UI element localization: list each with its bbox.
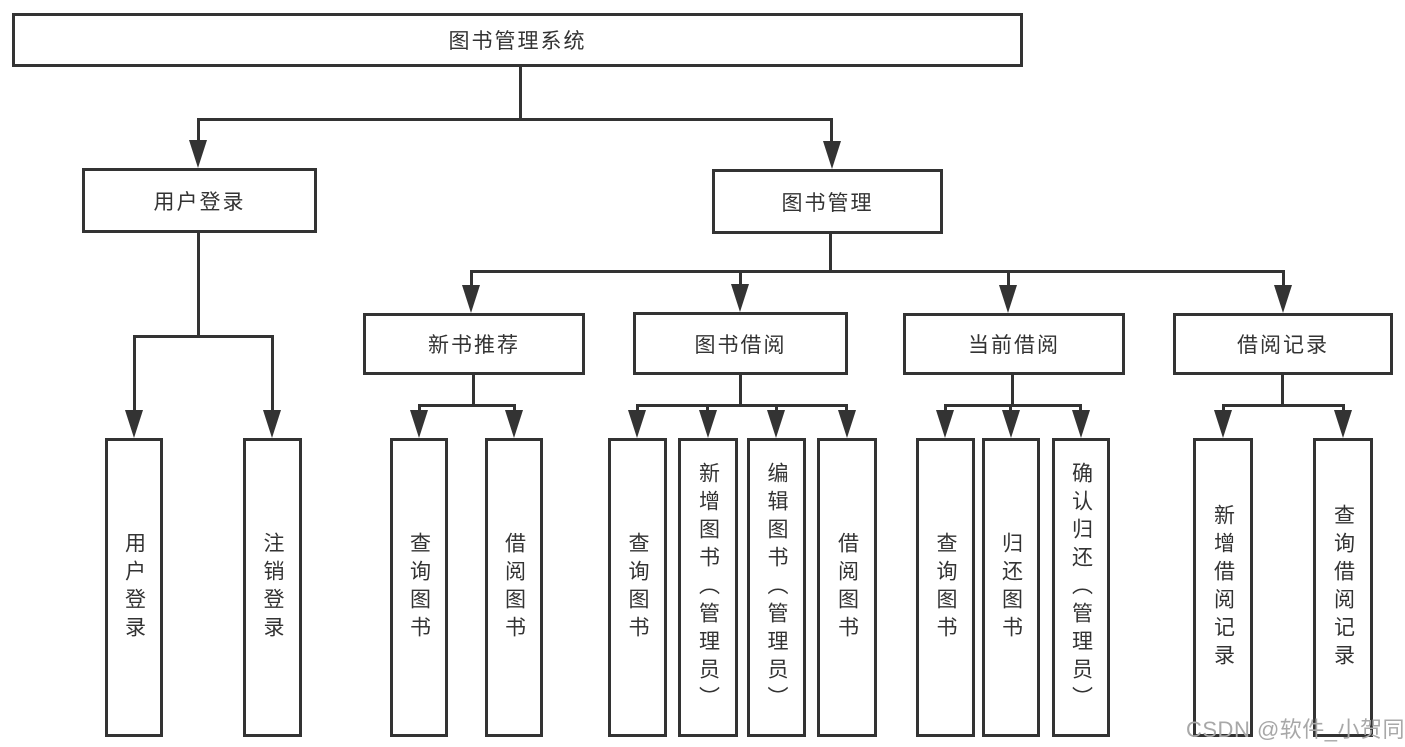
leaf-edit-books-admin: 编辑图书（管理员） bbox=[747, 438, 806, 737]
connector-stem bbox=[706, 404, 709, 413]
connector-branch bbox=[636, 404, 848, 407]
arrowhead-icon bbox=[1334, 410, 1352, 438]
connector-stem bbox=[1009, 404, 1012, 413]
connector-branch bbox=[133, 335, 274, 338]
node-book-management: 图书管理 bbox=[712, 169, 943, 234]
connector-user-login-down bbox=[197, 233, 200, 338]
arrowhead-icon bbox=[823, 141, 841, 169]
connector-stem bbox=[830, 118, 833, 145]
arrowhead-icon bbox=[936, 410, 954, 438]
leaf-query-borrow-record: 查询借阅记录 bbox=[1313, 438, 1373, 737]
connector-stem bbox=[739, 270, 742, 288]
connector-stem bbox=[775, 404, 778, 413]
connector-stem bbox=[197, 118, 200, 144]
leaf-add-books-admin: 新增图书（管理员） bbox=[678, 438, 738, 737]
arrowhead-icon bbox=[462, 285, 480, 313]
connector-root-down bbox=[519, 67, 522, 121]
connector-down bbox=[739, 375, 742, 406]
node-user-login: 用户登录 bbox=[82, 168, 317, 233]
arrowhead-icon bbox=[410, 410, 428, 438]
connector-down bbox=[1011, 375, 1014, 406]
arrowhead-icon bbox=[999, 285, 1017, 313]
arrowhead-icon bbox=[1072, 410, 1090, 438]
arrowhead-icon bbox=[628, 410, 646, 438]
connector-down bbox=[472, 375, 475, 406]
connector-level2-branch bbox=[197, 118, 833, 121]
connector-stem bbox=[133, 335, 136, 413]
arrowhead-icon bbox=[263, 410, 281, 438]
connector-level3-branch bbox=[470, 270, 1284, 273]
connector-stem bbox=[1342, 404, 1345, 413]
arrowhead-icon bbox=[1214, 410, 1232, 438]
arrowhead-icon bbox=[189, 140, 207, 168]
arrowhead-icon bbox=[505, 410, 523, 438]
connector-stem bbox=[1282, 270, 1285, 288]
leaf-add-borrow-record: 新增借阅记录 bbox=[1193, 438, 1253, 737]
leaf-borrow-books-recommend: 借阅图书 bbox=[485, 438, 543, 737]
connector-stem bbox=[271, 335, 274, 413]
connector-stem bbox=[470, 270, 473, 288]
leaf-borrow-books-borrowing: 借阅图书 bbox=[817, 438, 877, 737]
connector-stem bbox=[513, 404, 516, 413]
leaf-query-books-recommend: 查询图书 bbox=[390, 438, 448, 737]
node-library-system: 图书管理系统 bbox=[12, 13, 1023, 67]
watermark-text: CSDN @软件_小贺同学 bbox=[1186, 717, 1405, 742]
node-new-book-recommendation: 新书推荐 bbox=[363, 313, 585, 375]
node-book-borrowing: 图书借阅 bbox=[633, 312, 848, 375]
node-current-borrowing: 当前借阅 bbox=[903, 313, 1125, 375]
connector-branch bbox=[418, 404, 516, 407]
connector-stem bbox=[1079, 404, 1082, 413]
connector-stem bbox=[636, 404, 639, 413]
arrowhead-icon bbox=[125, 410, 143, 438]
arrowhead-icon bbox=[767, 410, 785, 438]
arrowhead-icon bbox=[838, 410, 856, 438]
arrowhead-icon bbox=[731, 284, 749, 312]
connector-down bbox=[1281, 375, 1284, 406]
leaf-return-books: 归还图书 bbox=[982, 438, 1040, 737]
arrowhead-icon bbox=[1274, 285, 1292, 313]
connector-branch bbox=[1222, 404, 1344, 407]
connector-book-mgmt-down bbox=[829, 234, 832, 273]
connector-stem bbox=[845, 404, 848, 413]
leaf-user-login: 用户登录 bbox=[105, 438, 163, 737]
arrowhead-icon bbox=[1002, 410, 1020, 438]
connector-stem bbox=[1007, 270, 1010, 288]
leaf-query-books-borrowing: 查询图书 bbox=[608, 438, 667, 737]
leaf-logout-login: 注销登录 bbox=[243, 438, 302, 737]
connector-stem bbox=[944, 404, 947, 413]
connector-stem bbox=[418, 404, 421, 413]
leaf-confirm-return-admin: 确认归还（管理员） bbox=[1052, 438, 1110, 737]
leaf-query-books-current: 查询图书 bbox=[916, 438, 975, 737]
node-borrowing-records: 借阅记录 bbox=[1173, 313, 1393, 375]
connector-branch bbox=[944, 404, 1082, 407]
connector-stem bbox=[1222, 404, 1225, 413]
arrowhead-icon bbox=[699, 410, 717, 438]
